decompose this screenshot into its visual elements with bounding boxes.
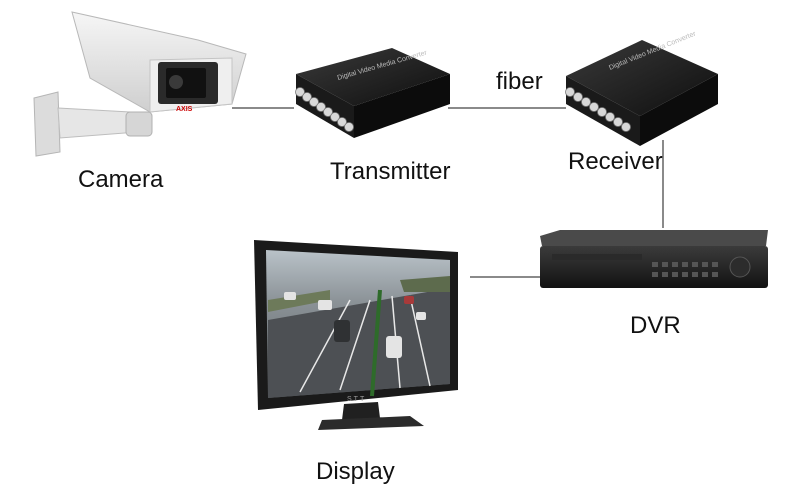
transmitter-label: Transmitter	[330, 158, 451, 185]
link-receiver-dvr	[662, 140, 664, 228]
link-dvr-display	[470, 276, 540, 278]
link-fiber	[448, 107, 566, 109]
display-label: Display	[316, 458, 395, 485]
transmitter-icon: Digital Video Media Converter	[295, 48, 450, 138]
camera-icon: AXIS	[33, 11, 247, 157]
camera-label: Camera	[78, 166, 164, 193]
fiber-label: fiber	[496, 68, 543, 95]
display-brand: STT	[347, 396, 366, 403]
dvr-label: DVR	[630, 312, 681, 339]
receiver-label: Receiver	[568, 148, 663, 175]
receiver-icon: Digital Video Media Converter	[565, 30, 718, 146]
svg-text:AXIS: AXIS	[176, 106, 193, 113]
display-icon: STT	[254, 240, 458, 430]
link-camera-transmitter	[232, 107, 294, 109]
dvr-icon	[540, 230, 768, 288]
